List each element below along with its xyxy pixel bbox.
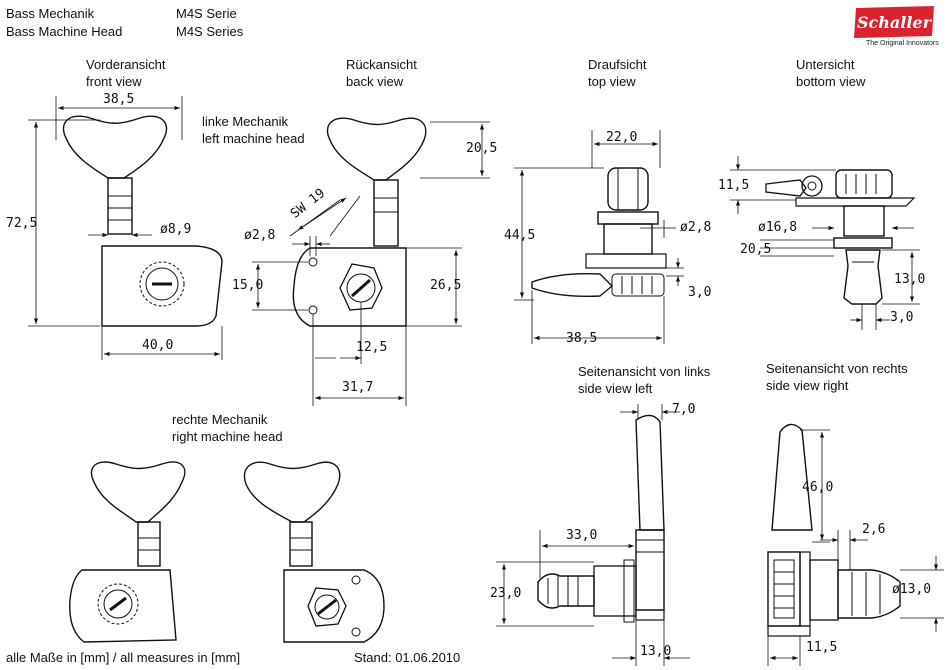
- dim-bottom-key: 11,5: [718, 178, 750, 193]
- svg-text:Schaller: Schaller: [857, 13, 933, 32]
- label-lefthead-de: linke Mechanik: [202, 114, 288, 129]
- title-de: Bass Mechanik: [6, 6, 95, 21]
- footer-units-note: alle Maße in [mm] / all measures in [mm]: [6, 650, 241, 665]
- dim-sideright-dia: ø13,0: [892, 582, 932, 597]
- dim-sideleft-key: 7,0: [672, 402, 696, 417]
- label-bottom-en: bottom view: [796, 74, 866, 89]
- label-back-de: Rückansicht: [346, 57, 417, 72]
- label-top-en: top view: [588, 74, 636, 89]
- dim-sideleft-base: 13,0: [640, 644, 672, 659]
- dim-sideright-gap: 2,6: [862, 522, 886, 537]
- label-righthead-de: rechte Mechanik: [172, 412, 268, 427]
- dim-back-right: 26,5: [430, 278, 462, 293]
- dim-bottom-post: 13,0: [894, 272, 926, 287]
- dim-sideleft-height: 23,0: [490, 586, 522, 601]
- label-top-de: Draufsicht: [588, 57, 647, 72]
- label-sideleft-en: side view left: [578, 381, 653, 396]
- label-sideleft-de: Seitenansicht von links: [578, 364, 711, 379]
- label-righthead-en: right machine head: [172, 429, 283, 444]
- right-head-left-drawing: [69, 461, 186, 643]
- label-front-de: Vorderansicht: [86, 57, 166, 72]
- dim-front-width: 38,5: [103, 92, 135, 107]
- label-sideright-de: Seitenansicht von rechts: [766, 361, 908, 376]
- side-left-dims: [496, 404, 690, 666]
- dim-back-total: 31,7: [342, 380, 374, 395]
- dim-sideright-base: 11,5: [806, 640, 838, 655]
- dim-bottom-dia: ø16,8: [758, 220, 798, 235]
- dim-top-height: 44,5: [504, 228, 536, 243]
- series-de: M4S Serie: [176, 6, 237, 21]
- side-left-view: [537, 414, 665, 623]
- title-en: Bass Machine Head: [6, 24, 123, 39]
- dim-front-shaft: ø8,9: [160, 222, 192, 237]
- dim-bottom-flange: 20,5: [740, 242, 772, 257]
- dim-sideleft-post: 33,0: [566, 528, 598, 543]
- dim-sideright-key: 46,0: [802, 480, 834, 495]
- bottom-dims: [730, 156, 920, 330]
- dim-top-hole: ø2,8: [680, 220, 712, 235]
- footer-date: Stand: 01.06.2010: [354, 650, 461, 665]
- dim-top-width: 22,0: [606, 130, 638, 145]
- top-view: [531, 167, 667, 297]
- dim-front-base: 40,0: [142, 338, 174, 353]
- dim-back-key: 20,5: [466, 141, 498, 156]
- label-sideright-en: side view right: [766, 378, 849, 393]
- bottom-view: [765, 169, 916, 305]
- front-dims: [28, 96, 223, 360]
- label-front-en: front view: [86, 74, 142, 89]
- dim-top-length: 38,5: [566, 331, 598, 346]
- logo-tagline: The Original Innovators: [866, 40, 939, 47]
- dim-bottom-small: 3,0: [890, 310, 914, 325]
- dim-back-left: 15,0: [232, 278, 264, 293]
- label-bottom-de: Untersicht: [796, 57, 855, 72]
- side-right-dims: [767, 429, 944, 666]
- series-en: M4S Series: [176, 24, 244, 39]
- front-view: [62, 115, 223, 327]
- label-back-en: back view: [346, 74, 404, 89]
- back-view: [292, 117, 427, 327]
- dim-front-height: 72,5: [6, 216, 38, 231]
- schaller-logo: Schaller: [854, 6, 934, 38]
- top-dims: [514, 130, 684, 344]
- dim-top-flange: 3,0: [688, 285, 712, 300]
- back-dims: [252, 121, 490, 406]
- label-lefthead-en: left machine head: [202, 131, 305, 146]
- side-right-view: [767, 423, 901, 637]
- dim-back-hole: ø2,8: [244, 228, 276, 243]
- dim-back-center: 12,5: [356, 340, 388, 355]
- right-head-right-drawing: [243, 461, 385, 643]
